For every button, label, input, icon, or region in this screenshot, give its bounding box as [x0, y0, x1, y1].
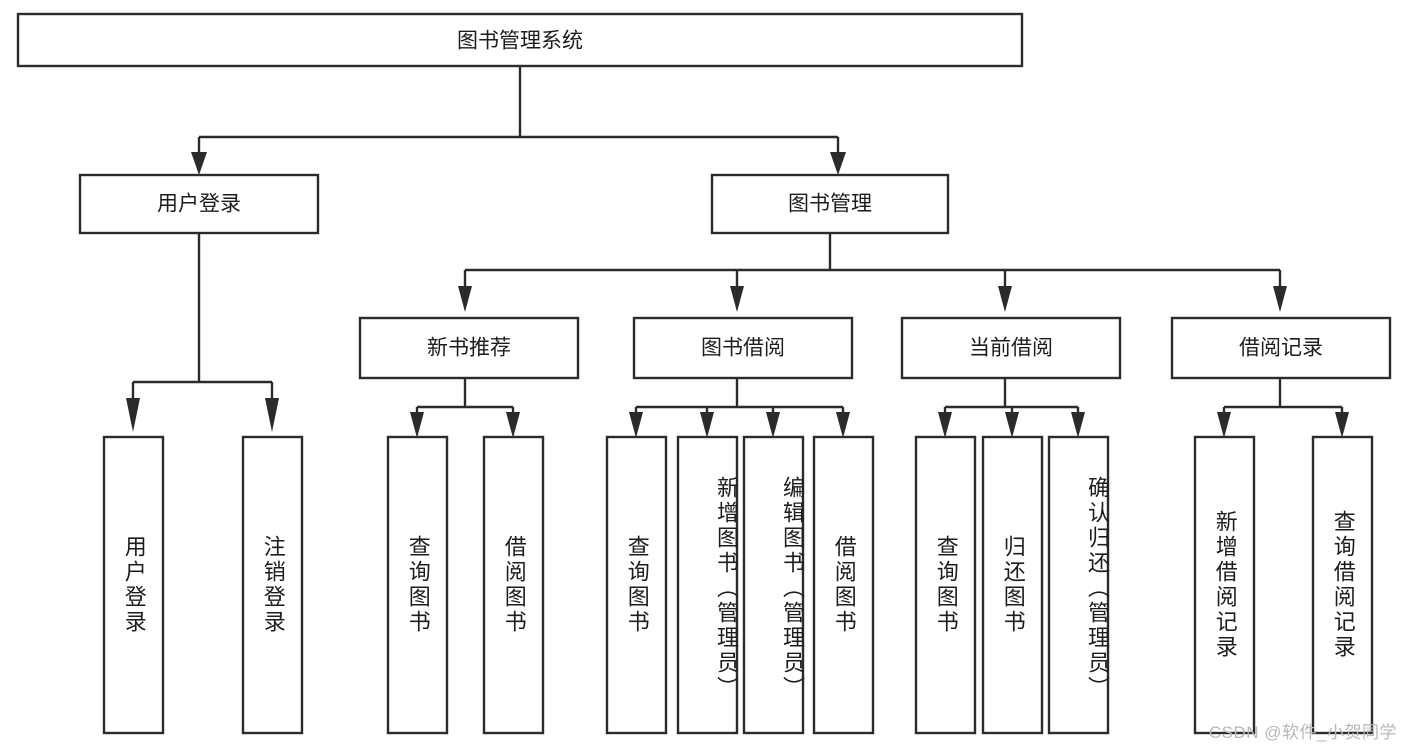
- leaf-box-book-borrow-2[interactable]: [676, 435, 739, 735]
- connectors-root-to-level2: [191, 66, 846, 175]
- connectors-book-manage-to-level3: [458, 233, 1287, 312]
- arrow-head-new-book-leaf2: [506, 412, 520, 438]
- connectors-current-borrow-leaves: [938, 378, 1085, 438]
- node-root[interactable]: 图书管理系统: [16, 12, 1024, 68]
- node-book-manage-label: 图书管理: [788, 193, 872, 216]
- arrow-head-borrow-records-leaf2: [1335, 412, 1349, 438]
- arrow-head-book-borrow-leaf4: [836, 412, 850, 438]
- arrow-head-user-login-leaf1: [126, 398, 140, 432]
- node-new-book-recommend[interactable]: 新书推荐: [358, 316, 580, 380]
- leaf-boxes-current-borrow: [914, 435, 1110, 735]
- node-current-borrow-box[interactable]: [900, 316, 1122, 380]
- node-new-book-recommend-label: 新书推荐: [427, 337, 511, 360]
- node-user-login[interactable]: 用户登录: [78, 173, 320, 235]
- connectors-user-login-leaves: [126, 233, 279, 432]
- leaf-box-borrow-records-1[interactable]: [1193, 435, 1256, 735]
- leaf-box-book-borrow-1[interactable]: [605, 435, 668, 735]
- node-book-manage[interactable]: 图书管理: [710, 173, 950, 235]
- node-book-borrow[interactable]: 图书借阅: [632, 316, 854, 380]
- node-current-borrow-label: 当前借阅: [969, 337, 1053, 360]
- node-book-manage-box[interactable]: [710, 173, 950, 235]
- arrow-head-user-login: [191, 152, 207, 175]
- arrow-head-user-login-leaf2: [265, 398, 279, 432]
- leaf-box-current-borrow-1[interactable]: [914, 435, 977, 735]
- arrow-head-current-borrow-leaf1: [938, 412, 952, 438]
- leaf-boxes-book-borrow: [605, 435, 875, 735]
- connectors-new-book-leaves: [410, 378, 520, 438]
- leaf-box-new-book-1[interactable]: [386, 435, 449, 735]
- leaf-box-current-borrow-2[interactable]: [981, 435, 1044, 735]
- leaf-box-new-book-2[interactable]: [482, 435, 545, 735]
- node-user-login-box[interactable]: [78, 173, 320, 235]
- arrow-head-new-book: [458, 286, 472, 312]
- arrow-head-new-book-leaf1: [410, 412, 424, 438]
- node-new-book-recommend-box[interactable]: [358, 316, 580, 380]
- leaf-boxes-new-book: [386, 435, 545, 735]
- arrow-head-book-borrow-leaf3: [766, 412, 780, 438]
- arrow-head-book-borrow-leaf1: [629, 412, 643, 438]
- arrow-head-borrow-records-leaf1: [1217, 412, 1231, 438]
- node-current-borrow[interactable]: 当前借阅: [900, 316, 1122, 380]
- connectors-borrow-records-leaves: [1217, 378, 1349, 438]
- node-book-borrow-label: 图书借阅: [701, 337, 785, 360]
- leaf-box-book-borrow-4[interactable]: [812, 435, 875, 735]
- connectors-book-borrow-leaves: [629, 378, 850, 438]
- node-borrow-records-label: 借阅记录: [1239, 337, 1323, 360]
- leaf-box-current-borrow-3[interactable]: [1047, 435, 1110, 735]
- node-borrow-records[interactable]: 借阅记录: [1170, 316, 1392, 380]
- node-book-borrow-box[interactable]: [632, 316, 854, 380]
- leaf-box-user-login-2[interactable]: [241, 435, 304, 735]
- node-root-label: 图书管理系统: [457, 30, 583, 53]
- arrow-head-borrow-records: [1273, 286, 1287, 312]
- arrow-head-current-borrow: [998, 286, 1012, 312]
- leaf-box-borrow-records-2[interactable]: [1311, 435, 1374, 735]
- leaf-box-user-login-1[interactable]: [102, 435, 165, 735]
- arrow-head-current-borrow-leaf3: [1071, 412, 1085, 438]
- arrow-head-book-manage: [830, 152, 846, 175]
- leaf-boxes-borrow-records: [1193, 435, 1374, 735]
- node-root-box[interactable]: [16, 12, 1024, 68]
- leaf-box-book-borrow-3[interactable]: [742, 435, 805, 735]
- arrow-head-book-borrow-leaf2: [700, 412, 714, 438]
- arrow-head-book-borrow: [730, 286, 744, 312]
- leaf-boxes-user-login: [102, 435, 304, 735]
- arrow-head-current-borrow-leaf2: [1005, 412, 1019, 438]
- node-borrow-records-box[interactable]: [1170, 316, 1392, 380]
- watermark-csdn: CSDN @软件_小贺同学: [1208, 723, 1397, 742]
- node-user-login-label: 用户登录: [157, 193, 241, 216]
